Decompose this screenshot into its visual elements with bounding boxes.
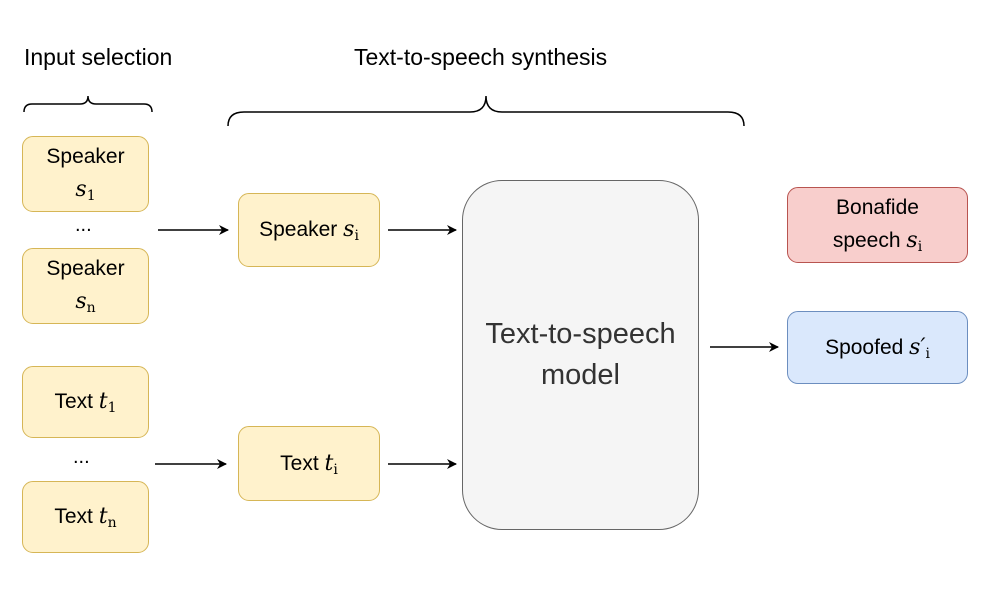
text-last-word: Text [54, 505, 93, 528]
text-first-symbol: t [98, 389, 108, 414]
text-first-word: Text [54, 390, 93, 413]
tts-synthesis-heading: Text-to-speech synthesis [354, 44, 608, 70]
bonafide-word: speech [832, 228, 901, 252]
bonafide-sub: i [917, 238, 923, 255]
text-last-symbol: t [98, 504, 108, 529]
speaker-last-box: Speaker sn [22, 248, 149, 324]
selected-text-word: Text [280, 451, 319, 475]
selected-text-box: Text ti [238, 426, 380, 501]
selected-text-symbol: t [324, 450, 334, 476]
spoofed-symbol: s′ [909, 334, 926, 360]
bonafide-box: Bonafide speech si [787, 187, 968, 263]
speaker-last-symbol: s [75, 288, 87, 314]
speaker-first-sub: 1 [86, 187, 96, 204]
text-last-box: Text tn [22, 481, 149, 553]
text-ellipsis: ... [73, 446, 90, 468]
bonafide-line1: Bonafide [836, 196, 919, 220]
selected-speaker-box: Speaker si [238, 193, 380, 267]
input-selection-brace [23, 95, 153, 113]
bonafide-symbol: s [906, 227, 918, 253]
tts-synthesis-brace [227, 95, 745, 127]
spoofed-sub: i [925, 345, 930, 362]
text-last-sub: n [107, 515, 117, 531]
speaker-last-word: Speaker [46, 257, 125, 281]
tts-model-line2: model [540, 359, 620, 391]
speaker-last-sub: n [86, 299, 96, 316]
tts-model-line1: Text-to-speech [485, 318, 676, 351]
text-first-sub: 1 [107, 400, 117, 416]
input-selection-heading: Input selection [24, 44, 173, 70]
selected-speaker-word: Speaker [259, 218, 338, 241]
selected-speaker-symbol: s [343, 217, 355, 242]
tts-model-box: Text-to-speech model [462, 180, 699, 530]
speaker-first-word: Speaker [46, 145, 125, 169]
speaker-first-symbol: s [75, 176, 87, 202]
selected-text-sub: i [333, 461, 338, 478]
spoofed-box: Spoofed s′i [787, 311, 968, 384]
selected-speaker-sub: i [354, 228, 359, 244]
text-first-box: Text t1 [22, 366, 149, 438]
speaker-ellipsis: ... [75, 214, 92, 236]
spoofed-word: Spoofed [825, 335, 904, 359]
speaker-first-box: Speaker s1 [22, 136, 149, 212]
